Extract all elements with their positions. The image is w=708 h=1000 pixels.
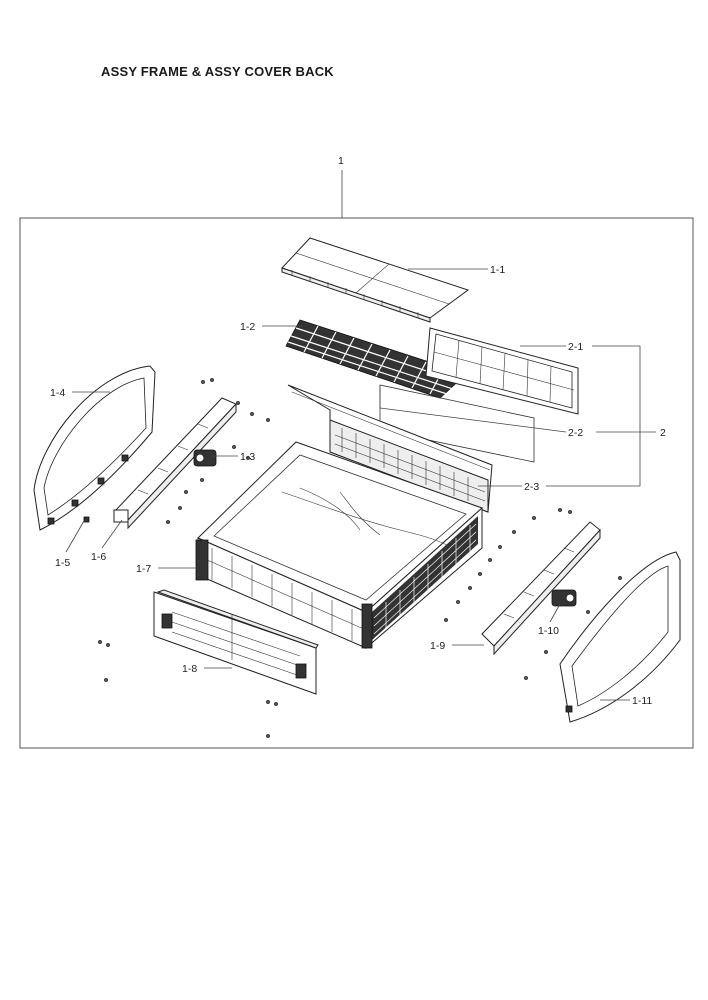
label-1-7: 1-7 (136, 563, 151, 575)
part-1-9-right-rail[interactable] (481, 521, 601, 656)
part-1-2-grille[interactable] (285, 319, 467, 399)
part-1-5-clip[interactable] (83, 516, 90, 523)
screw-set (97, 377, 623, 739)
part-1-6-left-rail[interactable] (113, 397, 237, 530)
label-1-10: 1-10 (538, 625, 559, 637)
assembly-boundary-box (19, 217, 694, 749)
part-1-8-front-panel[interactable] (153, 589, 319, 695)
label-2: 2 (660, 427, 666, 439)
label-1-5: 1-5 (55, 557, 70, 569)
part-1-3-left-motor[interactable] (193, 449, 217, 467)
part-1-11-right-side-panel[interactable] (559, 551, 681, 723)
part-1-4-left-side-panel[interactable] (33, 365, 156, 531)
label-2-3: 2-3 (524, 481, 539, 493)
label-1-8: 1-8 (182, 663, 197, 675)
part-labels: 1 1-1 1-2 1-3 1-4 1-5 1-6 1-7 1-8 1-9 1-… (50, 155, 666, 707)
label-1: 1 (338, 155, 344, 167)
part-1-10-right-motor[interactable] (551, 589, 577, 607)
page-title: ASSY FRAME & ASSY COVER BACK (101, 64, 334, 79)
label-1-11: 1-11 (632, 695, 652, 707)
leader-lines (65, 170, 656, 701)
label-1-1: 1-1 (490, 264, 505, 276)
label-1-4: 1-4 (50, 387, 65, 399)
part-2-2-filter-sheet[interactable] (379, 384, 535, 463)
label-1-9: 1-9 (430, 640, 445, 652)
part-2-3-back-cover[interactable] (287, 384, 493, 566)
part-2-1-filter-frame[interactable] (425, 327, 579, 415)
label-2-1: 2-1 (568, 341, 583, 353)
label-1-6: 1-6 (91, 551, 106, 563)
part-1-7-main-frame[interactable] (195, 441, 483, 650)
label-2-2: 2-2 (568, 427, 583, 439)
part-1-1-top-cover[interactable] (281, 237, 470, 323)
label-1-2: 1-2 (240, 321, 255, 333)
label-1-3: 1-3 (240, 451, 255, 463)
